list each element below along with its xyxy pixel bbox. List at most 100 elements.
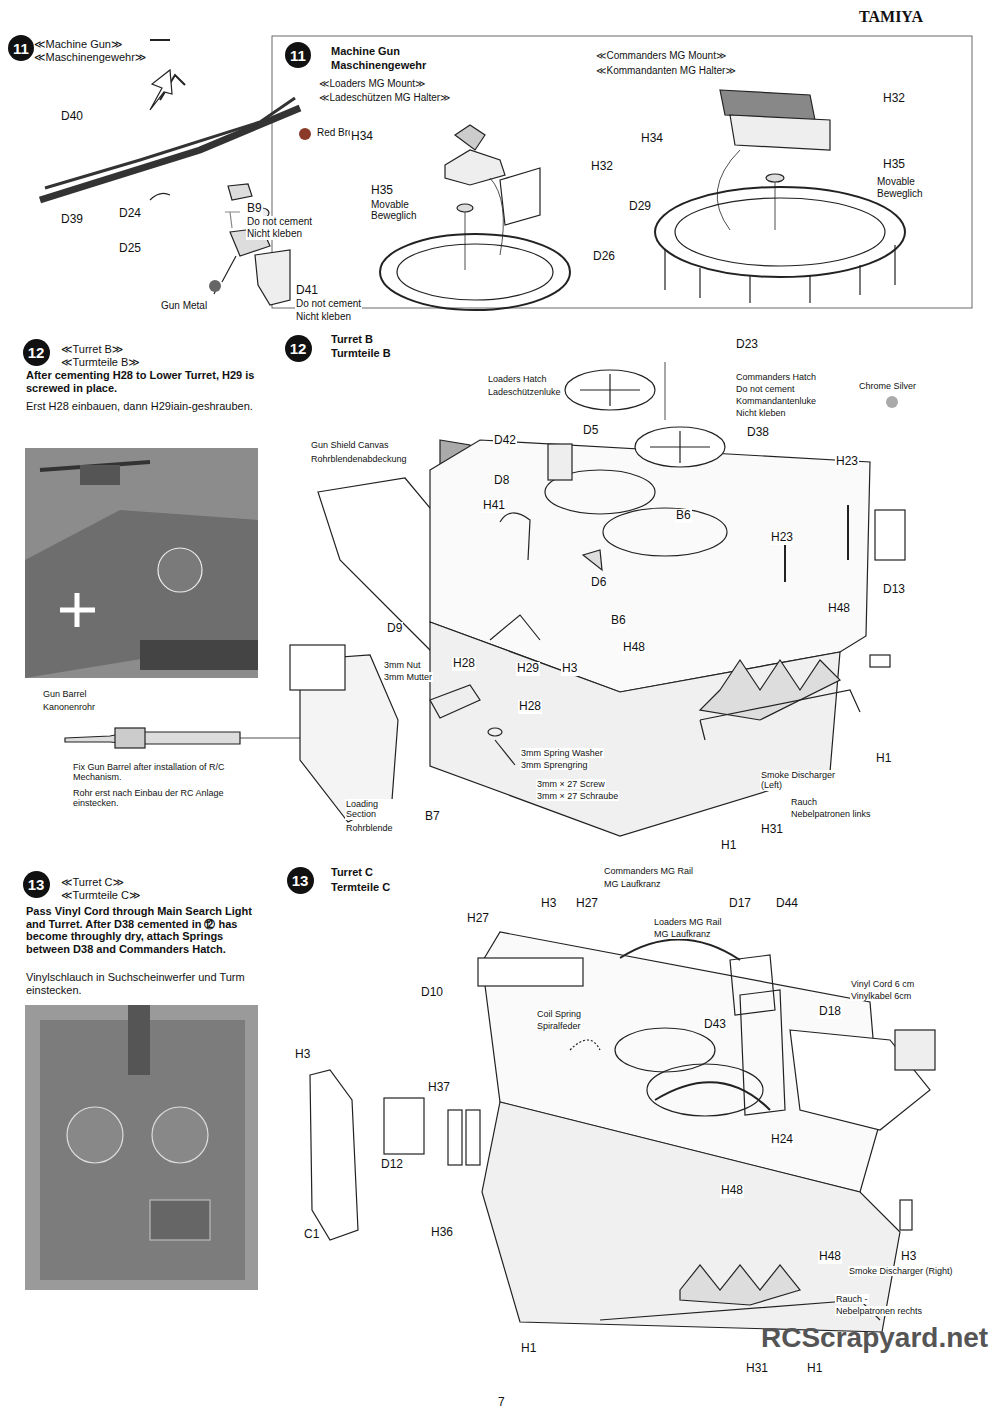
annotation: Gun Shield Canvas xyxy=(310,440,390,450)
step-number-text: 13 xyxy=(292,873,309,888)
part-number: H34 xyxy=(640,132,664,146)
part-number: B6 xyxy=(675,509,692,523)
annotation: Rohrblende xyxy=(345,823,394,833)
annotation: Smoke Discharger (Right) xyxy=(848,1266,960,1276)
part-number: H29 xyxy=(516,662,540,676)
part-number: D42 xyxy=(493,434,517,448)
part-number: H32 xyxy=(882,92,906,106)
part-number: D29 xyxy=(628,200,652,214)
part-number: D40 xyxy=(60,110,84,124)
annotation: Rohr erst nach Einbau der RC Anlage eins… xyxy=(72,788,254,809)
part-number: H1 xyxy=(520,1342,537,1356)
part-number: D17 xyxy=(728,897,752,911)
part-number: H31 xyxy=(760,823,784,837)
annotation: Rohrblendenabdeckung xyxy=(310,454,408,464)
part-number: H32 xyxy=(590,160,614,174)
annotation: ≪Ladeschützen MG Halter≫ xyxy=(318,92,452,104)
annotation: 7 xyxy=(497,1396,506,1410)
annotation: 3mm Spring Washer xyxy=(520,748,604,758)
annotation: Movable xyxy=(370,199,410,211)
part-number: H24 xyxy=(770,1133,794,1147)
part-number: H27 xyxy=(575,897,599,911)
part-number: D43 xyxy=(703,1018,727,1032)
part-number: D13 xyxy=(882,583,906,597)
annotation: ≪Machine Gun≫ xyxy=(33,38,123,51)
step-number: 11 xyxy=(285,42,311,68)
annotation: Nicht kleben xyxy=(735,408,787,418)
annotation: Commanders MG Rail xyxy=(603,866,694,876)
part-number: H1 xyxy=(875,752,892,766)
annotation: 3mm Nut xyxy=(383,660,422,670)
annotation: Do not cement xyxy=(246,216,313,228)
annotation: Turret B xyxy=(330,333,374,346)
annotation: ≪Turret B≫ xyxy=(60,343,124,356)
part-number: H34 xyxy=(350,130,374,144)
annotation: Vinyl Cord 6 cm xyxy=(850,979,915,989)
step-number-text: 13 xyxy=(28,877,45,892)
annotation: Turret C xyxy=(330,866,374,879)
annotation: Rauch - xyxy=(835,1294,869,1304)
annotation: Spiralfeder xyxy=(536,1021,582,1031)
annotation: 3mm Mutter xyxy=(383,672,433,682)
annotation: Vinylschlauch in Suchscheinwerfer und Tu… xyxy=(25,971,262,996)
part-number: D12 xyxy=(380,1158,404,1172)
annotation: Do not cement xyxy=(735,384,796,394)
part-number: H27 xyxy=(466,912,490,926)
part-number: D23 xyxy=(735,338,759,352)
annotation: Nebelpatronen rechts xyxy=(835,1306,923,1316)
annotation: Nicht kleben xyxy=(246,228,303,240)
part-number: D18 xyxy=(818,1005,842,1019)
annotation: Turmteile B xyxy=(330,347,392,360)
annotation: Beweglich xyxy=(876,188,924,200)
part-number: H48 xyxy=(827,602,851,616)
part-number: H3 xyxy=(561,662,578,676)
annotation: Loaders Hatch xyxy=(487,374,548,384)
part-number: H1 xyxy=(806,1362,823,1376)
annotation: Nicht kleben xyxy=(295,311,352,323)
annotation: RCScrapyard.net xyxy=(760,1322,989,1354)
part-number: D41 xyxy=(295,284,319,298)
annotation: 3mm Sprengring xyxy=(520,760,589,770)
annotation: MG Laufkranz xyxy=(603,879,662,889)
annotation: Commanders Hatch xyxy=(735,372,817,382)
annotation: Chrome Silver xyxy=(858,381,917,391)
annotation: Coil Spring xyxy=(536,1009,582,1019)
part-number: D25 xyxy=(118,242,142,256)
step-number: 12 xyxy=(285,335,312,362)
annotation: ≪Maschinengewehr≫ xyxy=(33,51,147,64)
annotation: 3mm × 27 Screw xyxy=(536,779,606,789)
part-number: H48 xyxy=(720,1184,744,1198)
part-number: D8 xyxy=(493,474,510,488)
annotation: Kanonenrohr xyxy=(42,702,96,712)
step-number-text: 11 xyxy=(290,48,306,63)
annotation: Beweglich xyxy=(370,210,418,222)
annotation: Do not cement xyxy=(295,298,362,310)
part-number: H1 xyxy=(720,839,737,853)
part-number: H23 xyxy=(770,531,794,545)
part-number: D6 xyxy=(590,576,607,590)
annotation: Smoke Discharger (Left) xyxy=(760,770,852,791)
annotation: Movable xyxy=(876,176,916,188)
annotation: Vinylkabel 6cm xyxy=(850,991,912,1001)
annotation: TAMIYA xyxy=(858,8,924,26)
part-number: H48 xyxy=(622,641,646,655)
step-number-text: 11 xyxy=(13,41,29,56)
step-number-text: 12 xyxy=(28,345,45,360)
annotation: Machine Gun xyxy=(330,45,401,58)
annotation: After cementing H28 to Lower Turret, H29… xyxy=(25,369,262,394)
part-number: H31 xyxy=(745,1362,769,1376)
part-number: H48 xyxy=(818,1250,842,1264)
part-number: D10 xyxy=(420,986,444,1000)
annotation: ≪Turmteile B≫ xyxy=(60,356,141,369)
annotation: Gun Metal xyxy=(160,300,208,312)
step-number: 12 xyxy=(23,339,50,366)
annotation: Gun Barrel xyxy=(42,689,88,699)
part-number: D9 xyxy=(386,622,403,636)
part-number: B6 xyxy=(610,614,627,628)
annotation: Termteile C xyxy=(330,881,391,894)
annotation: ≪Turret C≫ xyxy=(60,876,125,889)
part-number: C1 xyxy=(303,1228,320,1242)
part-number: D39 xyxy=(60,213,84,227)
part-number: H3 xyxy=(294,1048,311,1062)
annotation: Kommandantenluke xyxy=(735,396,817,406)
